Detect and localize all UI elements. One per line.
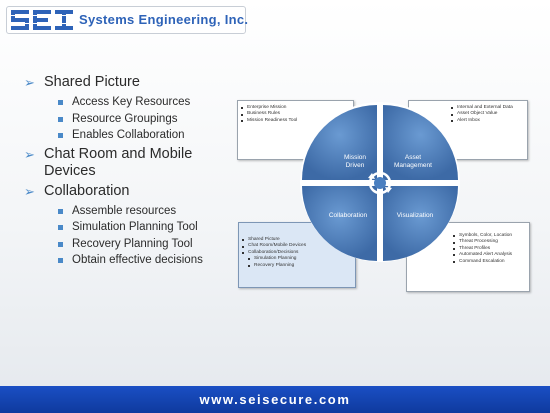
square-bullet-icon bbox=[58, 208, 63, 214]
callout-item: Internal and External Data bbox=[451, 105, 527, 111]
callout-subitem: Simulation Planning bbox=[248, 256, 355, 262]
segment-asset bbox=[383, 105, 458, 180]
callout-item: Alert Inbox bbox=[451, 118, 527, 124]
square-bullet-icon bbox=[58, 241, 63, 247]
bullet-level2: Enables Collaboration bbox=[24, 127, 236, 144]
callout-item: Enterprise Mission bbox=[241, 105, 353, 111]
callout-item: Automated Alert Analysis bbox=[453, 252, 529, 258]
bullet-level2: Access Key Resources bbox=[24, 94, 236, 111]
callout-subitem: Recovery Planning bbox=[248, 263, 355, 269]
bullet-level2: Simulation Planning Tool bbox=[24, 219, 236, 236]
bullet-text: Simulation Planning Tool bbox=[72, 221, 198, 233]
segment-label-visualization: Visualization bbox=[396, 212, 434, 219]
bullet-text: Shared Picture bbox=[44, 74, 140, 90]
callout-item: Shared Picture bbox=[242, 237, 355, 243]
square-bullet-icon bbox=[58, 258, 63, 263]
bullet-list: ➢ Shared Picture Access Key Resources Res… bbox=[24, 72, 236, 269]
square-bullet-icon bbox=[58, 225, 63, 230]
quadrant-wheel bbox=[300, 102, 460, 262]
square-bullet-icon bbox=[58, 133, 63, 138]
bullet-text: Assemble resources bbox=[72, 204, 177, 217]
arrow-bullet-icon: ➢ bbox=[24, 146, 35, 162]
company-name: Systems Engineering, Inc. bbox=[79, 12, 249, 27]
bullet-text: Recovery Planning Tool bbox=[72, 237, 193, 250]
bullet-level1: ➢ Collaboration bbox=[24, 183, 236, 200]
callout-item: Asset Object Value bbox=[451, 111, 527, 117]
segment-label-collaboration: Collaboration bbox=[328, 212, 368, 219]
arrow-bullet-icon: ➢ bbox=[24, 75, 35, 90]
bullet-level1: ➢ Chat Room and Mobile Devices bbox=[24, 146, 236, 180]
callout-item: Mission Readiness Tool bbox=[241, 118, 353, 124]
callout-item: Threat Processing bbox=[453, 239, 529, 245]
bullet-text: Enables Collaboration bbox=[72, 129, 185, 141]
arrow-bullet-icon: ➢ bbox=[24, 183, 35, 199]
footer-bar: www.seisecure.com bbox=[0, 386, 550, 413]
callout-item: Command Escalation bbox=[453, 259, 529, 265]
bullet-level2: Obtain effective decisions bbox=[24, 252, 236, 269]
cycle-arrows-icon bbox=[368, 171, 392, 195]
callout-collaboration: Shared Picture Chat Room/Mobile Devices … bbox=[238, 222, 356, 288]
callout-item: Chat Room/Mobile Devices bbox=[242, 243, 355, 249]
square-bullet-icon bbox=[58, 116, 63, 122]
segment-label-asset: Asset Management bbox=[394, 154, 432, 169]
bullet-level2: Resource Groupings bbox=[24, 111, 236, 128]
capability-diagram: Enterprise Mission Business Rules Missio… bbox=[232, 96, 542, 296]
sei-logo-mark bbox=[11, 10, 73, 30]
segment-label-mission: Mission Driven bbox=[343, 154, 367, 169]
bullet-text: Chat Room and Mobile Devices bbox=[44, 145, 193, 179]
bullet-text: Access Key Resources bbox=[72, 96, 191, 108]
callout-item: Collaboration/Decisions bbox=[242, 250, 355, 256]
segment-mission bbox=[302, 105, 377, 180]
footer-url[interactable]: www.seisecure.com bbox=[199, 392, 351, 407]
segment-collaboration bbox=[302, 186, 377, 261]
bullet-level2: Assemble resources bbox=[24, 203, 236, 220]
bullet-level1: ➢ Shared Picture bbox=[24, 74, 236, 91]
segment-visualization bbox=[383, 186, 458, 261]
bullet-text: Collaboration bbox=[44, 182, 130, 199]
bullet-text: Obtain effective decisions bbox=[72, 254, 203, 266]
bullet-level2: Recovery Planning Tool bbox=[24, 236, 236, 253]
bullet-text: Resource Groupings bbox=[72, 112, 178, 125]
callout-item: Business Rules bbox=[241, 111, 353, 117]
square-bullet-icon bbox=[58, 100, 63, 105]
company-logo: Systems Engineering, Inc. bbox=[6, 6, 249, 34]
callout-item: Threat Profiles bbox=[453, 246, 529, 252]
callout-item: Symbols, Color, Location bbox=[453, 233, 529, 239]
